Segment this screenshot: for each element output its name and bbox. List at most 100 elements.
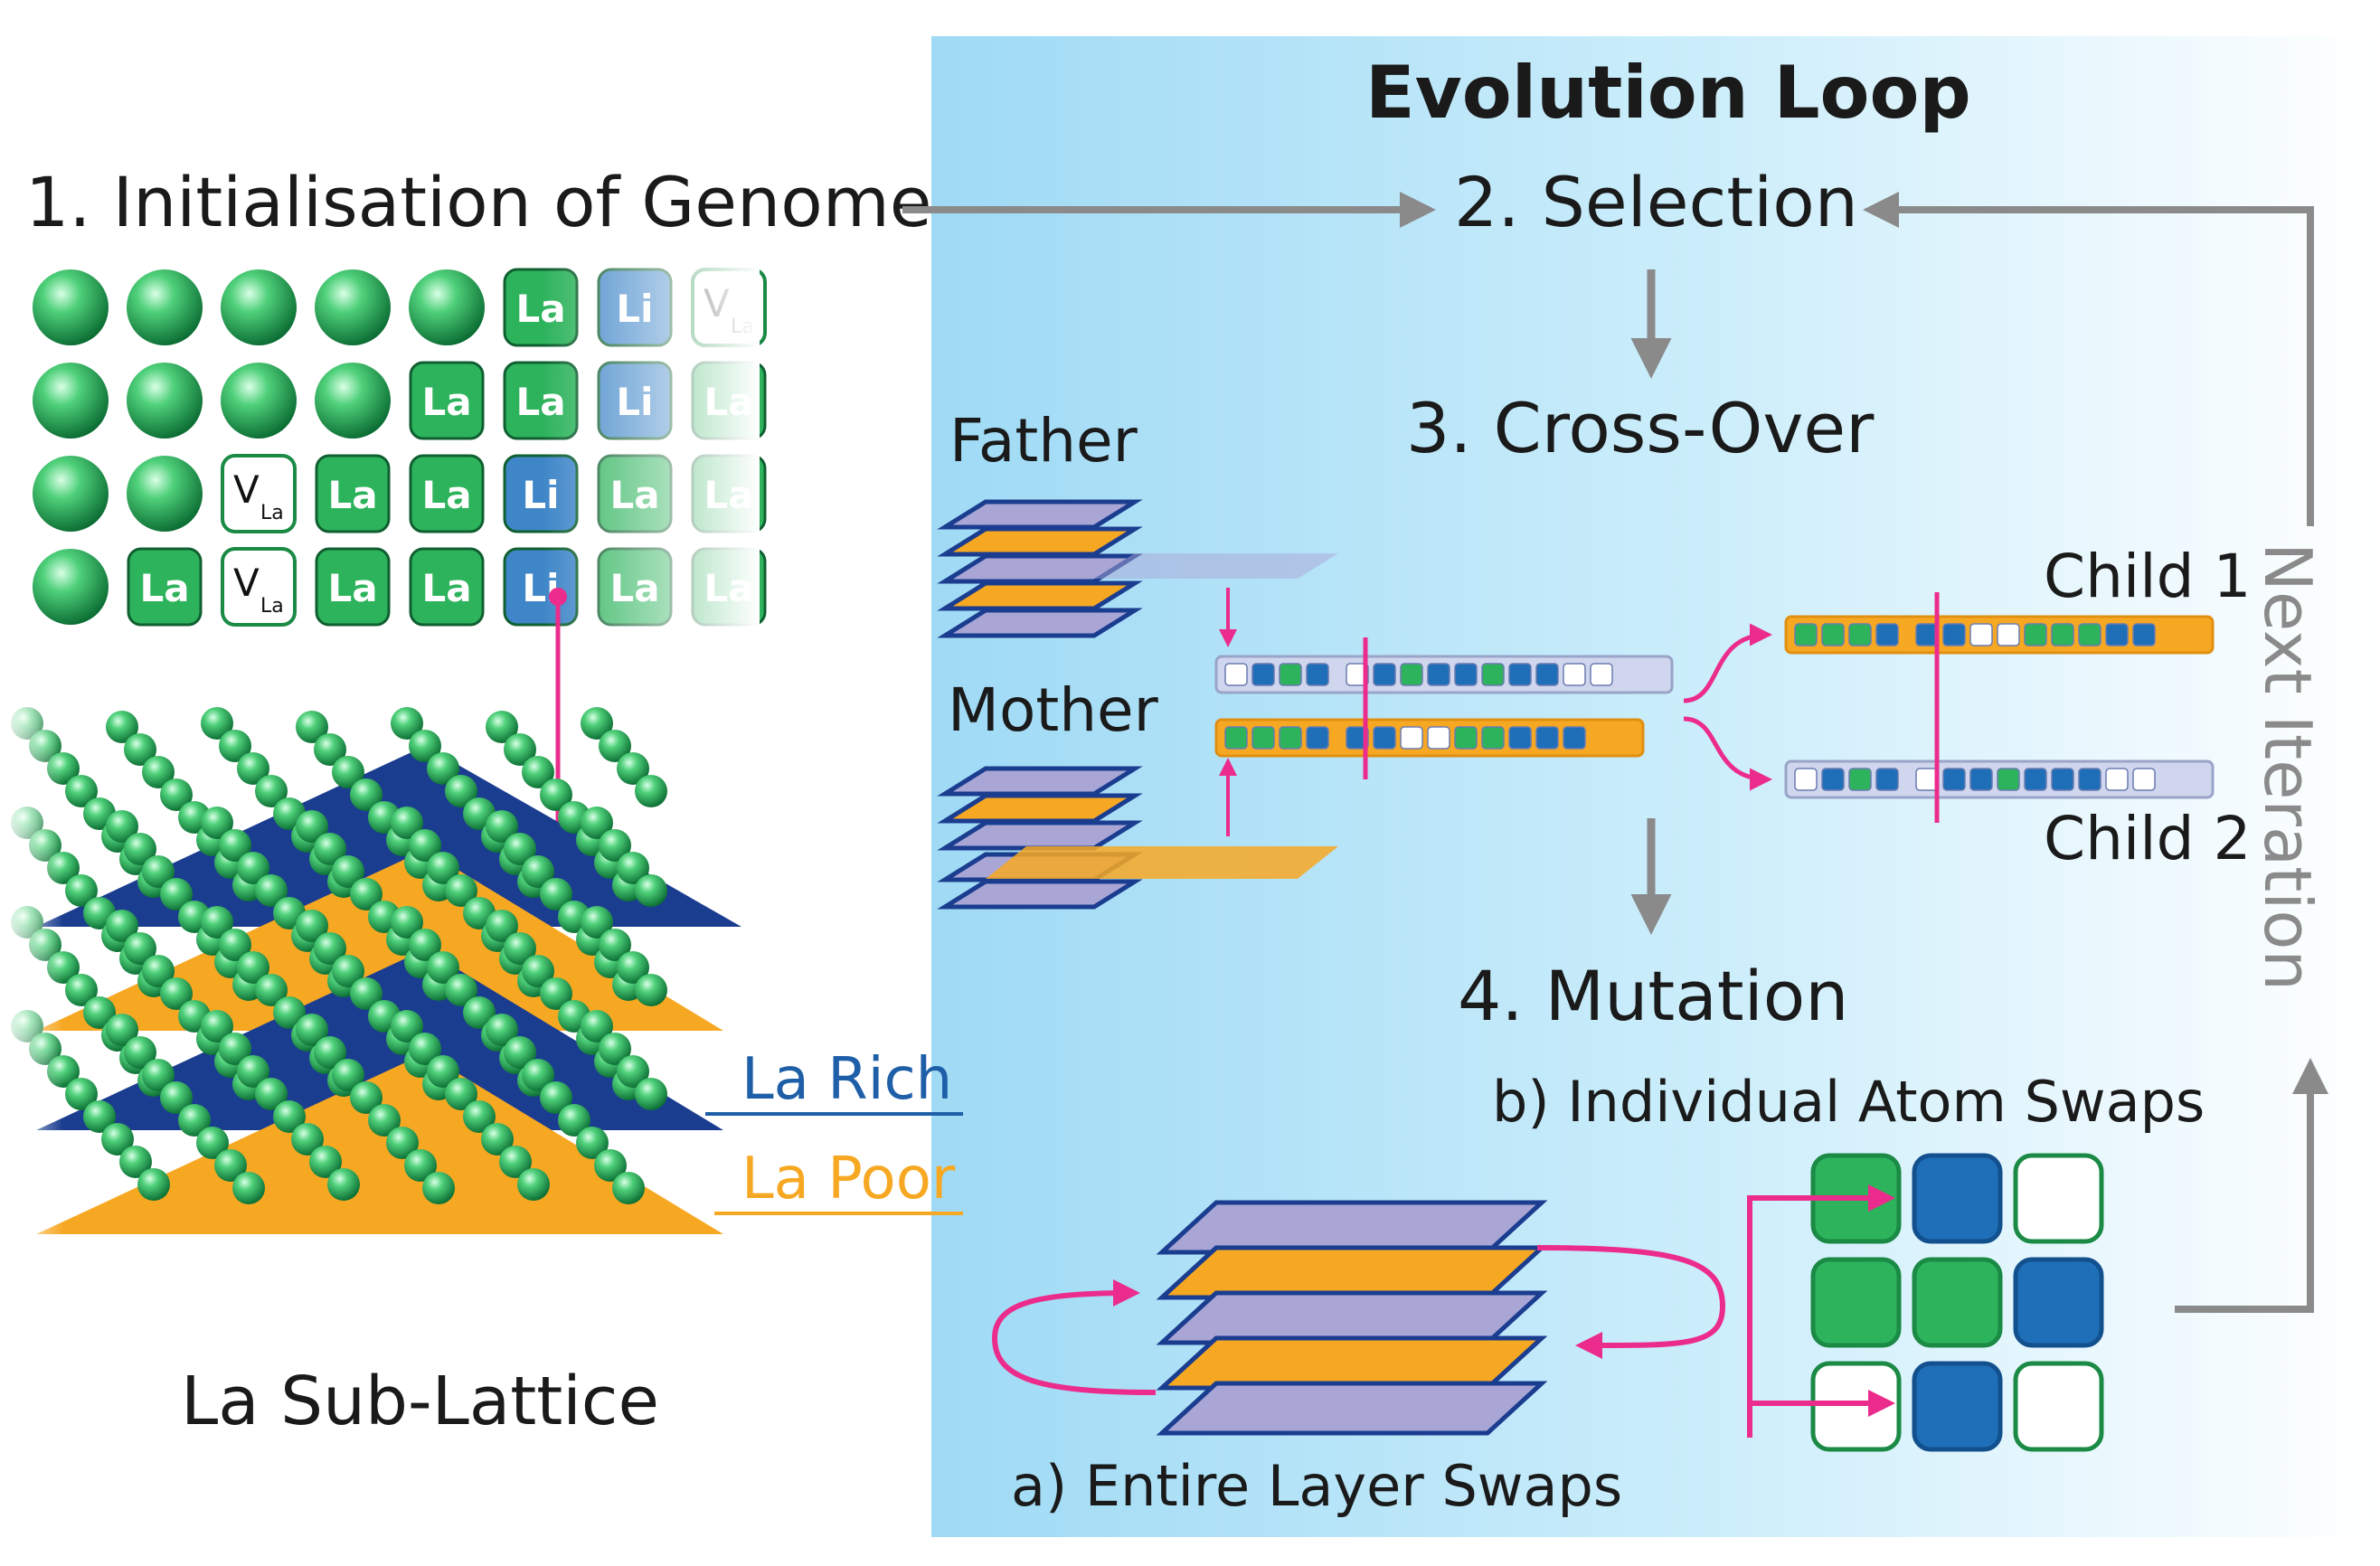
lattice-atom [106,910,138,942]
lattice-atom [178,1104,211,1137]
mother-layer-extract [986,846,1338,879]
la-tile [127,547,203,627]
chromosome-gene [1875,768,1899,791]
lattice-atom [581,906,613,939]
lattice-atom [124,733,156,766]
genome-atom [33,549,109,625]
lattice-atom [540,977,572,1010]
lattice-atom [486,711,518,743]
chromosome-gene [1794,623,1818,646]
vacancy-subscript: La [260,502,284,524]
lattice-atom [445,775,477,807]
lattice-atom [504,1036,536,1069]
mutation-layer [1156,1200,1548,1255]
chromosome-gene [1590,663,1613,686]
lattice-atom [201,807,233,839]
lattice-atom [422,1172,455,1204]
lattice-atom [350,878,382,910]
chromosome-gene [1997,768,2020,791]
atom-swap-cell [1810,1361,1902,1452]
chromosome-gene [1427,726,1450,750]
chromosome-gene [1373,663,1396,686]
child2-label: Child 2 [2044,804,2251,873]
step-mutation: 4. Mutation [1458,956,1848,1036]
lattice-atom [599,1033,631,1065]
chromosome-gene [1821,768,1845,791]
lattice-atom [635,1078,667,1110]
chromosome-gene [1794,768,1818,791]
lattice-atom [499,1146,532,1178]
lattice-atom [65,974,98,1006]
lattice-atom [332,855,364,888]
chromosome-gene [1279,726,1302,750]
lattice-atom [594,1149,627,1182]
chromosome-gene [2078,623,2101,646]
atom-swap-cell [1912,1153,2003,1244]
lattice-caption: La Sub-Lattice [181,1363,659,1440]
lattice-atom [391,1010,423,1042]
lattice-atom [635,974,667,1006]
chromosome-gene [1427,663,1450,686]
lattice-atom [160,878,193,910]
layer-swap-left-arrow [991,1279,1157,1395]
lattice-atom [391,906,423,939]
chromosome-gene [1969,768,1993,791]
la-sub-lattice [0,707,741,1311]
lattice-atom [581,707,613,740]
lattice-atom [504,733,536,766]
lattice-atom [635,874,667,907]
lattice-fade-left [0,705,63,1266]
chromosome-gene [1563,663,1586,686]
lattice-atom [427,852,459,884]
lattice-atom [124,1036,156,1069]
chromosome-gene [2051,623,2074,646]
vacancy-subscript: La [260,595,284,618]
atom-swap-cell [1810,1257,1902,1348]
chromosome-gene [1997,623,2020,646]
mutation-to-next-arrow [2175,1058,2328,1313]
lattice-atom [196,1127,229,1159]
mutation-layer [1156,1245,1548,1300]
lattice-atom [540,778,572,811]
mutation-layer [1156,1290,1548,1345]
lattice-atom [599,730,631,762]
lattice-atom [83,996,116,1029]
loop-title: Evolution Loop [1365,51,1971,135]
lattice-atom [106,1014,138,1046]
lattice-atom [119,1146,152,1178]
genome-atom [409,269,485,345]
lattice-atom [124,932,156,965]
father-layer-extract [1094,553,1338,579]
lattice-atom [386,1127,419,1159]
lattice-atom [332,955,364,987]
step-initialisation: 1. Initialisation of Genome [25,162,932,242]
lattice-atom [486,810,518,843]
chromosome-gene [1454,726,1478,750]
genome-atom [315,269,391,345]
step-crossover: 3. Cross-Over [1406,388,1875,468]
chromosome-gene [1915,623,1939,646]
chromosome-gene [1481,663,1505,686]
next-iteration-loop-arrow [1863,192,2314,526]
father-layer [937,608,1143,638]
chromosome-gene [1942,623,1966,646]
lattice-atom [296,1014,328,1046]
lattice-atom [314,932,346,965]
chromosome-gene [1251,663,1275,686]
lattice-atom [232,1172,265,1204]
la-tile-label: La [327,566,377,610]
lattice-atom [617,852,649,884]
genome-atom [315,363,391,439]
genome-atom [221,269,297,345]
lattice-atom [137,1168,170,1201]
chromosome-gene [1563,726,1586,750]
la-poor-label: La Poor [741,1146,956,1212]
lattice-atom [445,1078,477,1110]
la-rich-label: La Rich [741,1046,952,1113]
lattice-atom [445,874,477,907]
chromosome-gene [2105,768,2129,791]
chromosome-gene [1875,623,1899,646]
lattice-atom [237,752,269,785]
la-tile-label: La [421,473,471,517]
